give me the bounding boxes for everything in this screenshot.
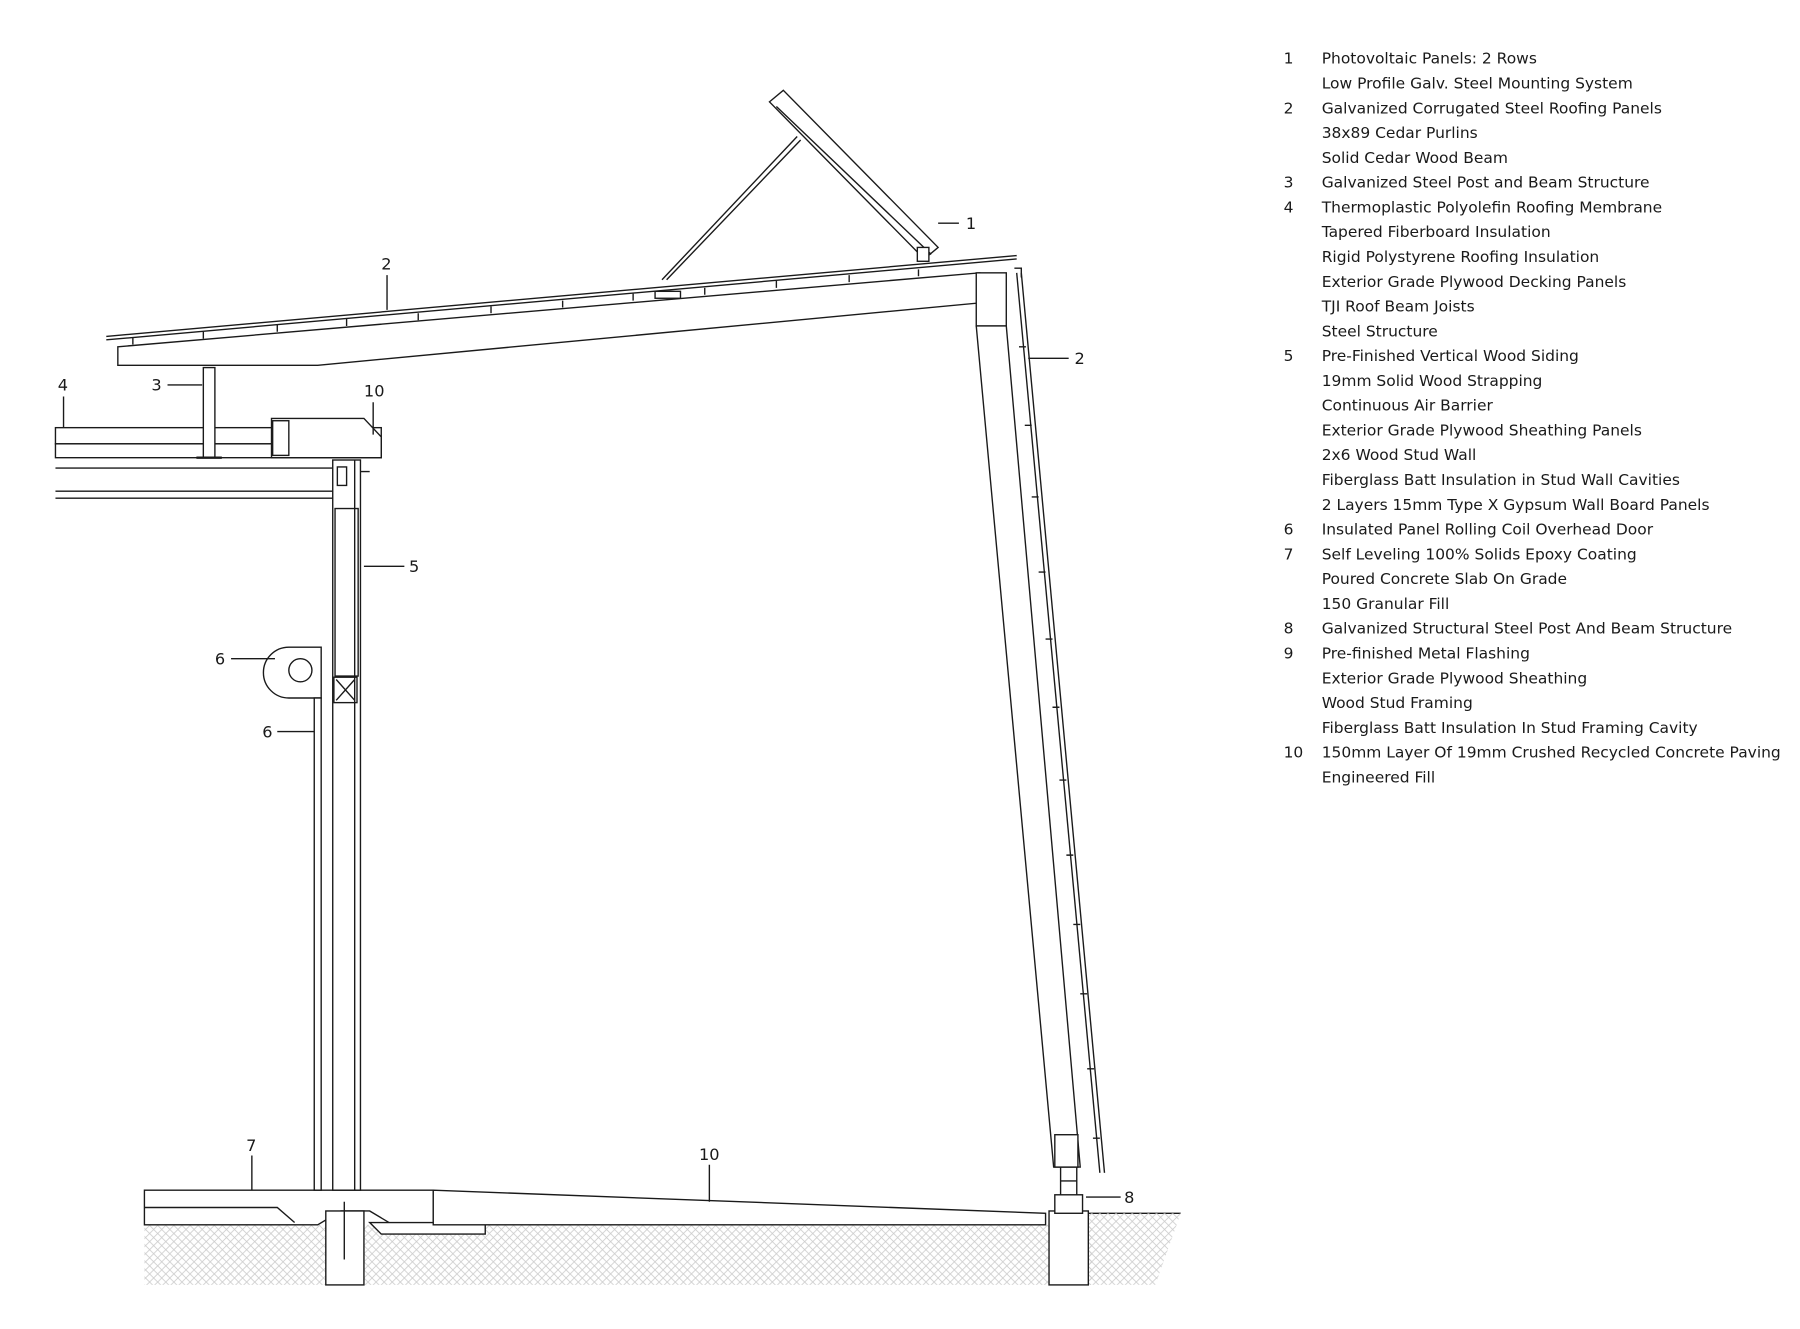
legend-line: Engineered Fill [1322, 768, 1435, 786]
sloped-paving [432, 1189, 1047, 1226]
legend-line: Wood Stud Framing [1322, 694, 1473, 712]
photovoltaic-panel [661, 89, 940, 281]
legend-line: 2x6 Wood Stud Wall [1322, 446, 1477, 464]
callout-10-roof: 10 [364, 381, 385, 400]
legend-number: 3 [1284, 174, 1294, 192]
legend-number: 5 [1284, 347, 1294, 365]
legend-line: 19mm Solid Wood Strapping [1322, 372, 1543, 390]
legend-line: Galvanized Steel Post and Beam Structure [1322, 174, 1650, 192]
legend-line: Steel Structure [1322, 322, 1438, 340]
callout-8: 8 [1124, 1188, 1134, 1207]
callout-7: 7 [246, 1136, 256, 1155]
legend-line: Pre-Finished Vertical Wood Siding [1322, 347, 1579, 365]
legend-line: Fiberglass Batt Insulation in Stud Wall … [1322, 471, 1680, 489]
legend-line: Exterior Grade Plywood Sheathing Panels [1322, 421, 1642, 439]
legend-line: TJI Roof Beam Joists [1321, 298, 1475, 316]
footings [325, 1167, 1090, 1286]
callout-2-wall: 2 [1074, 349, 1084, 368]
legend-line: Exterior Grade Plywood Sheathing [1322, 669, 1588, 687]
legend-number: 7 [1284, 545, 1294, 563]
legend-number: 2 [1284, 99, 1294, 117]
callout-6-coil: 6 [215, 650, 225, 669]
callout-2-roof: 2 [381, 254, 391, 273]
legend-line: Galvanized Structural Steel Post And Bea… [1322, 620, 1732, 638]
legend-line: Fiberglass Batt Insulation In Stud Frami… [1322, 719, 1698, 737]
callout-5: 5 [409, 557, 419, 576]
legend-number: 8 [1284, 620, 1294, 638]
callout-1: 1 [966, 214, 976, 233]
legend-line: 2 Layers 15mm Type X Gypsum Wall Board P… [1322, 496, 1710, 514]
legend-line: Solid Cedar Wood Beam [1322, 149, 1508, 167]
legend-number: 6 [1284, 521, 1294, 539]
legend-number: 10 [1284, 744, 1304, 762]
right-wall [975, 272, 1106, 1173]
ground [144, 1212, 1181, 1285]
callout-10-paving: 10 [699, 1145, 720, 1164]
legend-line: Low Profile Galv. Steel Mounting System [1322, 75, 1633, 93]
sloped-roof [106, 254, 1023, 366]
left-wall [332, 459, 370, 1191]
purlins [132, 269, 920, 345]
callout-3: 3 [151, 376, 161, 395]
legend-line: Self Leveling 100% Solids Epoxy Coating [1322, 545, 1637, 563]
overhead-door [262, 646, 322, 1191]
legend-line: Continuous Air Barrier [1322, 397, 1494, 415]
legend-line: Tapered Fiberboard Insulation [1321, 223, 1551, 241]
legend-line: Poured Concrete Slab On Grade [1322, 570, 1567, 588]
legend-number: 9 [1284, 644, 1294, 662]
legend-line: Photovoltaic Panels: 2 Rows [1322, 50, 1537, 68]
legend-line: Insulated Panel Rolling Coil Overhead Do… [1322, 521, 1654, 539]
callouts: 1 2 2 3 4 10 5 6 6 7 10 8 [58, 214, 1135, 1207]
flat-roof-assembly [54, 417, 382, 499]
legend-line: 150mm Layer Of 19mm Crushed Recycled Con… [1322, 744, 1781, 762]
legend-line: Thermoplastic Polyolefin Roofing Membran… [1321, 198, 1662, 216]
callout-6-door: 6 [262, 722, 272, 741]
legend-line: 38x89 Cedar Purlins [1322, 124, 1478, 142]
legend-number: 1 [1284, 50, 1294, 68]
callout-4: 4 [58, 376, 68, 395]
legend-line: Rigid Polystyrene Roofing Insulation [1322, 248, 1600, 266]
legend-number: 4 [1284, 198, 1294, 216]
legend-line: 150 Granular Fill [1322, 595, 1450, 613]
legend-line: Exterior Grade Plywood Decking Panels [1322, 273, 1627, 291]
legend-line: Pre-finished Metal Flashing [1322, 644, 1530, 662]
legend-line: Galvanized Corrugated Steel Roofing Pane… [1322, 99, 1662, 117]
